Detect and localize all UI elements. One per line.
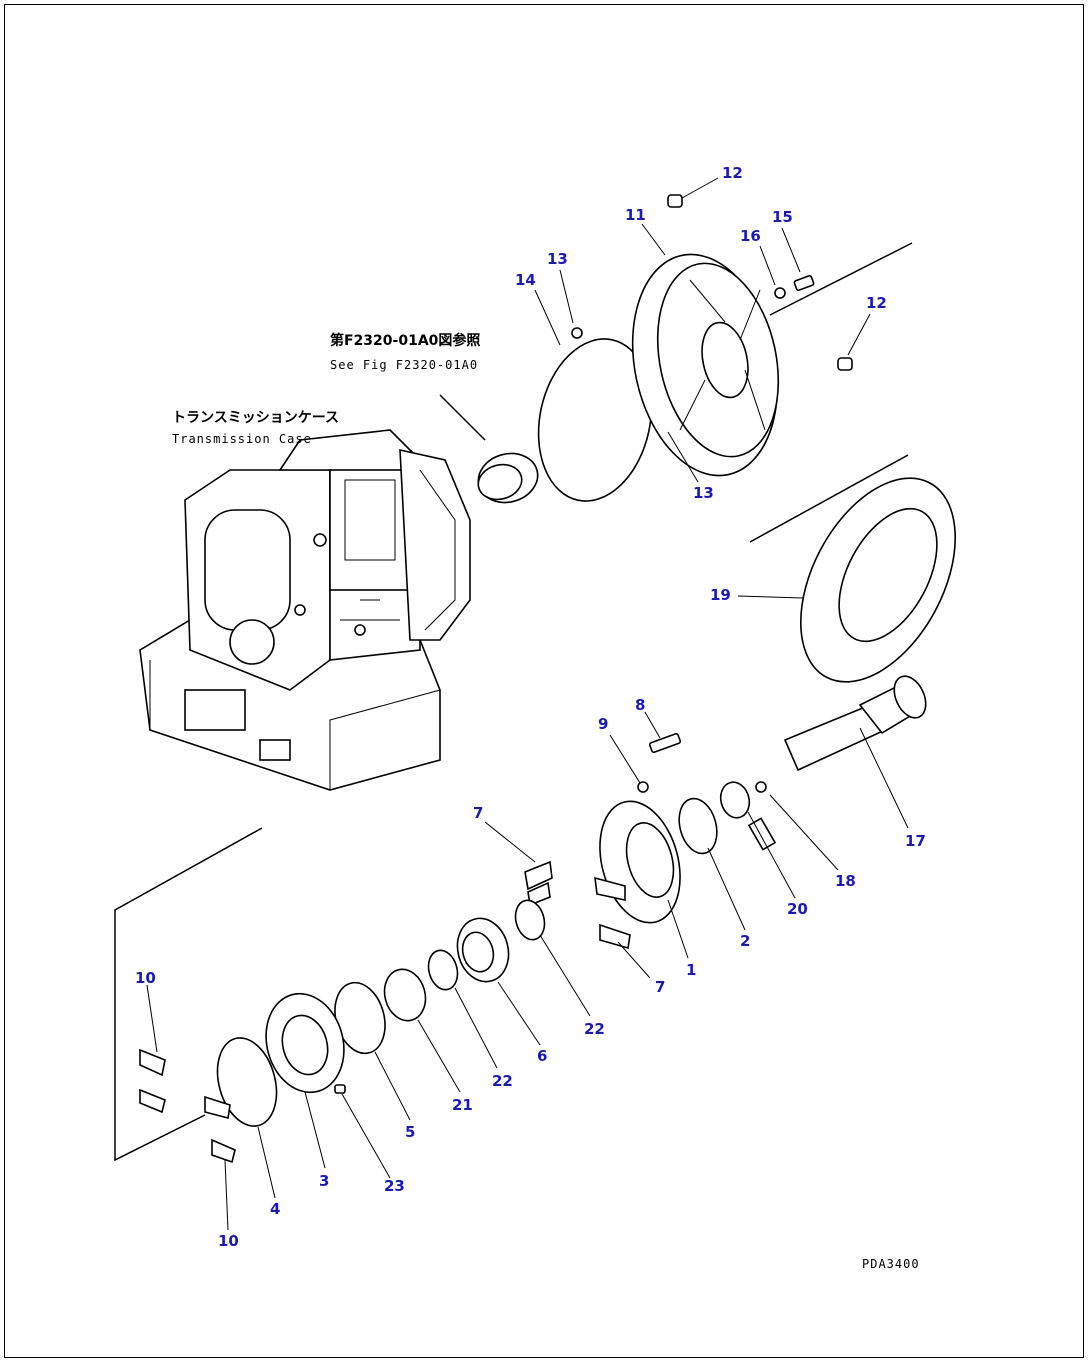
callout-11: 11 (625, 206, 646, 224)
shim-7-upper (524, 860, 553, 907)
o-ring-4 (216, 1037, 278, 1127)
callout-16: 16 (740, 227, 761, 245)
shim-10-lower (204, 1095, 236, 1164)
callout-13: 13 (693, 484, 714, 502)
shaft-17 (755, 675, 927, 793)
callout-4: 4 (270, 1200, 280, 1218)
callout-10: 10 (135, 969, 156, 987)
callout-21: 21 (452, 1096, 473, 1114)
sleeve-20 (747, 817, 777, 851)
callout-19: 19 (710, 586, 731, 604)
shim-10-upper (139, 1048, 166, 1114)
bolt-8 (648, 732, 682, 754)
cover-11 (631, 194, 853, 477)
o-ring-14 (537, 338, 653, 502)
cover-3 (265, 992, 345, 1094)
plug-13-upper (571, 327, 583, 339)
transmission-case (139, 429, 471, 791)
callout-20: 20 (787, 900, 808, 918)
case-label-ja: トランスミッションケース (172, 410, 339, 426)
callout-2: 2 (740, 932, 750, 950)
leader-lines (146, 177, 909, 1231)
retainer-1 (599, 800, 681, 924)
bearing-sleeve-upper (439, 394, 539, 504)
callout-13: 13 (547, 250, 568, 268)
case-label-en: Transmission Case (172, 432, 312, 446)
callout-17: 17 (905, 832, 926, 850)
callout-6: 6 (537, 1047, 547, 1065)
callout-23: 23 (384, 1177, 405, 1195)
callout-10: 10 (218, 1232, 239, 1250)
disc-19 (799, 477, 957, 683)
shim-7-lower (594, 876, 631, 950)
callout-12: 12 (722, 164, 743, 182)
drawing-border (4, 4, 1084, 1358)
bearing-2 (678, 797, 718, 855)
drawing-code: PDA3400 (862, 1257, 920, 1271)
callout-1: 1 (686, 961, 696, 979)
reference-note-ja: 第F2320-01A0図参照 (330, 332, 480, 349)
plug-23 (334, 1084, 346, 1094)
snap-ring-22a (514, 899, 546, 941)
centerlines (114, 242, 913, 1162)
callout-18: 18 (835, 872, 856, 890)
bearing-6 (456, 917, 510, 983)
callouts: 12 11 15 16 13 14 12 13 19 8 9 17 18 20 … (135, 164, 926, 1250)
callout-3: 3 (319, 1172, 329, 1190)
callout-22: 22 (492, 1072, 513, 1090)
callout-9: 9 (598, 715, 608, 733)
callout-22: 22 (584, 1020, 605, 1038)
callout-12: 12 (866, 294, 887, 312)
seal-20 (719, 781, 751, 819)
reference-note-en: See Fig F2320-01A0 (330, 358, 478, 372)
snap-ring-22b (427, 949, 459, 991)
callout-5: 5 (405, 1123, 415, 1141)
callout-14: 14 (515, 271, 536, 289)
callout-7: 7 (655, 978, 665, 996)
callout-7: 7 (473, 804, 483, 822)
washer-9 (637, 781, 649, 793)
callout-8: 8 (635, 696, 645, 714)
callout-15: 15 (772, 208, 793, 226)
bearing-21 (383, 968, 427, 1022)
